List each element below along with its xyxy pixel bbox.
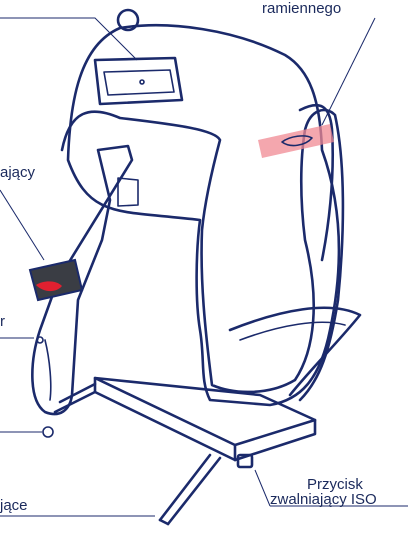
label-release-button-line2: zwalniający ISO bbox=[270, 491, 377, 508]
seat-shell bbox=[62, 10, 360, 405]
belt-lock-clip bbox=[30, 260, 82, 300]
label-left-middle: r bbox=[0, 313, 5, 330]
label-left-upper: ający bbox=[0, 164, 35, 181]
label-shoulder-belt-guide: ramiennego bbox=[262, 0, 341, 17]
label-bottom-left: jące bbox=[0, 497, 28, 514]
